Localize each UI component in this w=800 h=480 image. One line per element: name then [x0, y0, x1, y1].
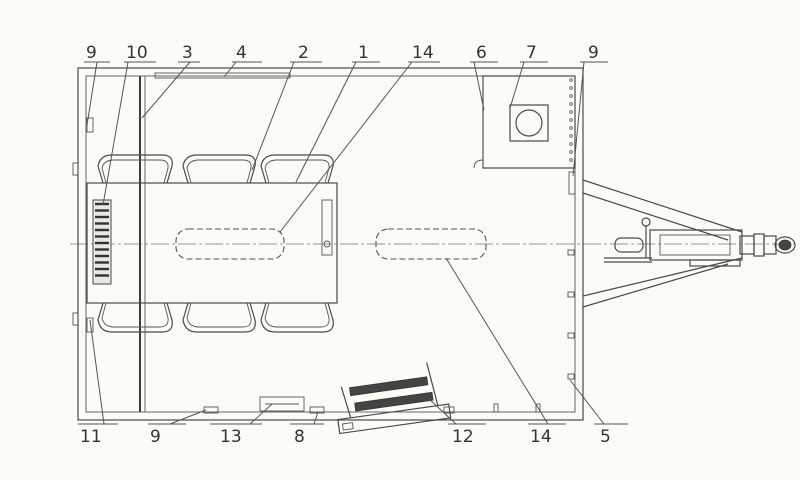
seats-bottom-row	[97, 302, 334, 333]
callout-1: 1	[358, 43, 369, 63]
callout-10: 10	[126, 43, 148, 63]
table	[86, 182, 338, 304]
callout-14-top: 14	[412, 43, 434, 63]
partition-wall	[139, 76, 146, 412]
hitch-assembly	[604, 217, 796, 267]
wall-fastener	[569, 110, 573, 114]
callout-8: 8	[294, 427, 305, 447]
wall-fastener	[569, 142, 573, 146]
callout-11: 11	[80, 427, 102, 447]
callout-2: 2	[298, 43, 309, 63]
left-wall-fittings	[72, 117, 94, 333]
trailer-drawbar	[582, 179, 743, 308]
table-center-peg	[323, 240, 331, 248]
callout-12: 12	[452, 427, 474, 447]
ceiling-light-left	[175, 228, 285, 260]
wall-fastener	[569, 94, 573, 98]
callout-7: 7	[526, 43, 537, 63]
entrance-steps	[337, 362, 452, 435]
wall-fastener	[569, 126, 573, 130]
wall-fastener	[569, 158, 573, 162]
heater-radiator	[92, 199, 112, 285]
wall-fastener	[569, 118, 573, 122]
callout-3: 3	[182, 43, 193, 63]
table-end-rail	[321, 199, 333, 256]
callout-4: 4	[236, 43, 247, 63]
trailer-body	[77, 67, 584, 421]
wall-fastener	[569, 86, 573, 90]
callout-14-bottom: 14	[530, 427, 552, 447]
callout-9-top-left: 9	[86, 43, 97, 63]
wall-fastener	[569, 134, 573, 138]
callout-13: 13	[220, 427, 242, 447]
wall-shelf	[154, 72, 291, 79]
callout-6: 6	[476, 43, 487, 63]
ceiling-light-right	[375, 228, 487, 260]
wall-fastener	[569, 150, 573, 154]
callout-9-bottom: 9	[150, 427, 161, 447]
right-wall-fittings	[567, 171, 576, 380]
callout-labels: 9 10 3 4 2 1 14 6 7 9 11 9 13 8 12 14 5	[80, 43, 611, 447]
callout-9-top-right: 9	[588, 43, 599, 63]
wall-fastener	[569, 102, 573, 106]
right-wall-fasteners	[569, 78, 573, 162]
callout-leaders	[78, 61, 628, 425]
callout-5: 5	[600, 427, 611, 447]
wall-fastener	[569, 78, 573, 82]
storage-cabinet	[473, 75, 576, 169]
